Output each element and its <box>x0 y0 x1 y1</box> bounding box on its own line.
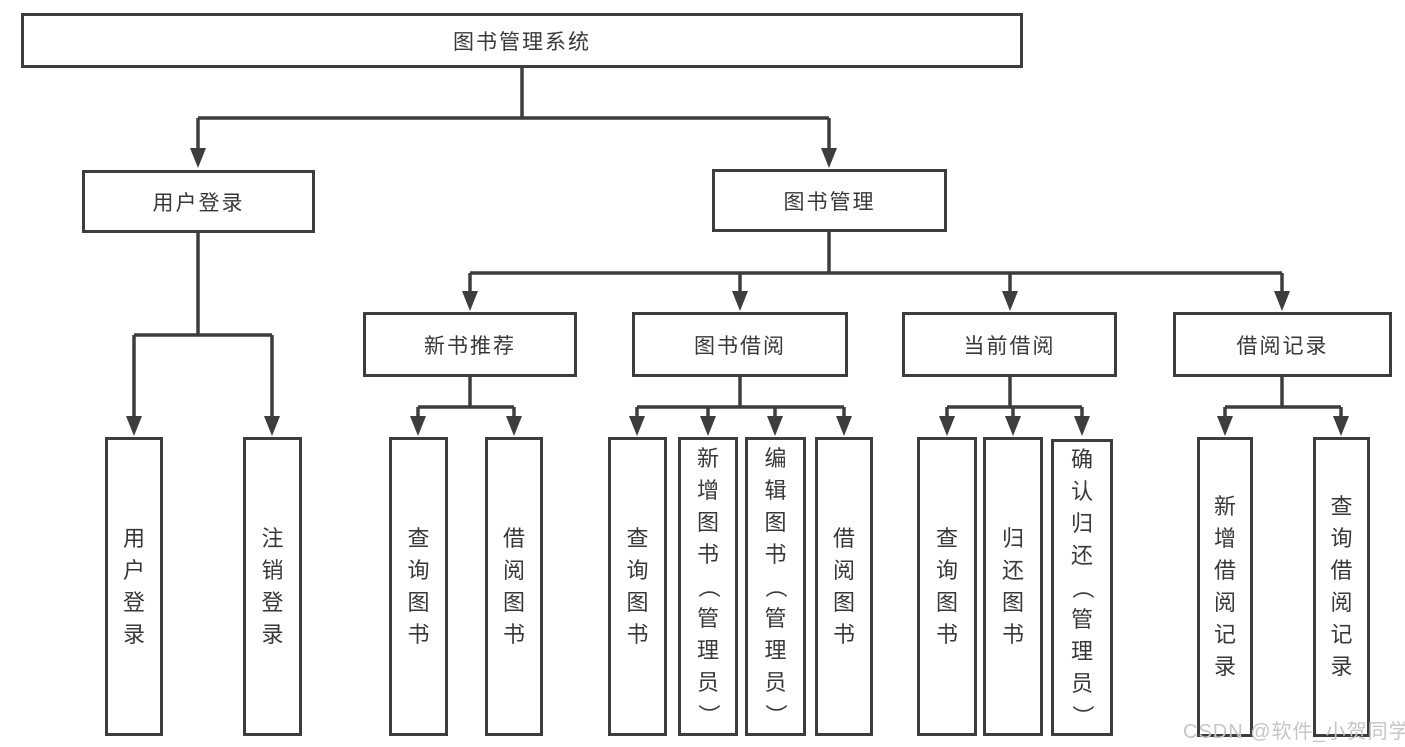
leaf-query-books-borrow: 查询图书 <box>608 437 667 736</box>
node-new-book-recommend: 新书推荐 <box>363 312 577 377</box>
node-user-login-label: 用户登录 <box>152 191 245 215</box>
leaf-confirm-return-admin-label: 确认归还（管理员） <box>1069 446 1095 727</box>
leaf-add-borrow-record-label: 新增借阅记录 <box>1213 494 1236 679</box>
node-book-borrow-label: 图书借阅 <box>694 334 786 358</box>
leaf-query-borrow-record: 查询借阅记录 <box>1313 437 1370 737</box>
leaf-borrow-books-recommend: 借阅图书 <box>485 437 543 736</box>
node-current-borrow-label: 当前借阅 <box>963 334 1056 358</box>
node-borrow-records: 借阅记录 <box>1173 312 1392 377</box>
leaf-query-books-recommend-label: 查询图书 <box>407 525 430 647</box>
node-user-login: 用户登录 <box>82 170 315 233</box>
leaf-query-books-recommend: 查询图书 <box>389 437 448 736</box>
leaf-logout-label: 注销登录 <box>261 525 284 647</box>
leaf-add-book-admin: 新增图书（管理员） <box>678 437 738 736</box>
node-book-borrow: 图书借阅 <box>632 312 848 377</box>
node-system-root: 图书管理系统 <box>21 13 1023 68</box>
leaf-borrow-books-recommend-label: 借阅图书 <box>502 525 525 647</box>
leaf-user-login: 用户登录 <box>105 437 163 736</box>
node-new-book-recommend-label: 新书推荐 <box>424 334 516 358</box>
node-borrow-records-label: 借阅记录 <box>1236 334 1329 358</box>
node-book-management-label: 图书管理 <box>783 190 876 214</box>
leaf-borrow-books-label: 借阅图书 <box>832 525 855 647</box>
leaf-edit-book-admin-label: 编辑图书（管理员） <box>763 445 789 726</box>
leaf-query-books-borrow-label: 查询图书 <box>626 525 649 647</box>
leaf-query-books-current: 查询图书 <box>917 437 977 736</box>
leaf-query-books-current-label: 查询图书 <box>935 525 958 647</box>
leaf-user-login-label: 用户登录 <box>122 525 145 647</box>
node-current-borrow: 当前借阅 <box>902 312 1117 377</box>
watermark: CSDN @软件_小贺同学 <box>1183 721 1405 743</box>
node-system-root-label: 图书管理系统 <box>453 30 591 54</box>
leaf-add-borrow-record: 新增借阅记录 <box>1197 437 1253 737</box>
node-book-management: 图书管理 <box>712 169 947 232</box>
leaf-confirm-return-admin: 确认归还（管理员） <box>1051 439 1113 736</box>
leaf-edit-book-admin: 编辑图书（管理员） <box>745 437 806 736</box>
leaf-logout: 注销登录 <box>243 437 302 736</box>
leaf-return-book-label: 归还图书 <box>1001 525 1024 647</box>
leaf-return-book: 归还图书 <box>983 437 1043 736</box>
leaf-query-borrow-record-label: 查询借阅记录 <box>1330 494 1353 679</box>
leaf-borrow-books: 借阅图书 <box>815 437 873 736</box>
leaf-add-book-admin-label: 新增图书（管理员） <box>695 445 721 726</box>
